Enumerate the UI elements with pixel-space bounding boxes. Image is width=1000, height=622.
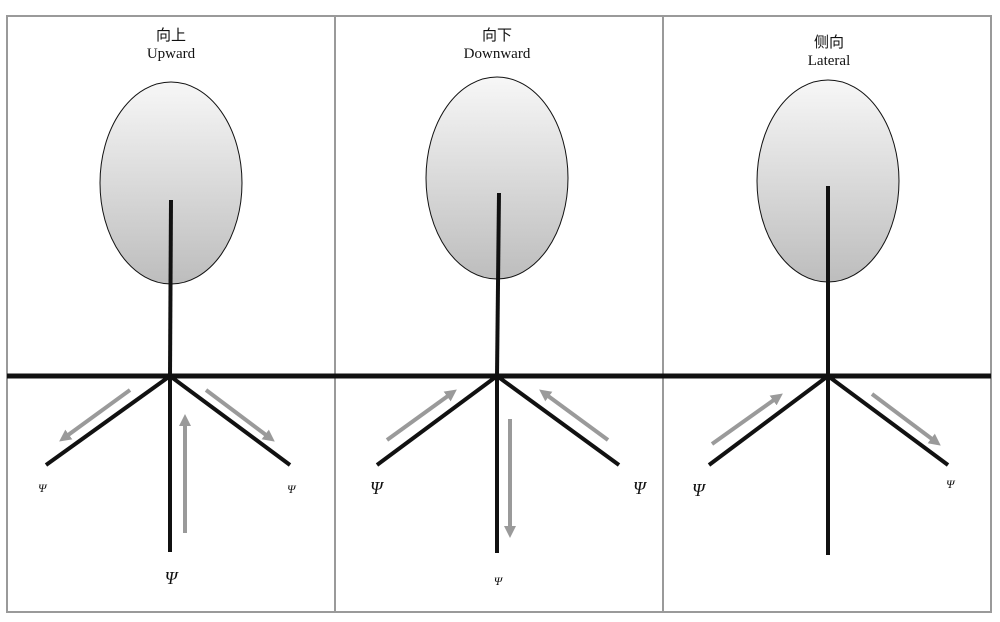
title-chinese: 向下 — [481, 28, 512, 44]
title-chinese: 侧向 — [813, 35, 844, 51]
panel-title-lateral: 侧向 Lateral — [729, 34, 929, 70]
psi-left: Ψ — [370, 478, 385, 498]
title-english: Downward — [463, 46, 531, 62]
arrow-left-to-center — [385, 389, 457, 442]
psi-left: Ψ — [38, 481, 48, 495]
root-left — [707, 374, 830, 467]
title-english: Lateral — [807, 53, 851, 69]
root-right — [495, 374, 621, 467]
arrow-center-to-right — [204, 388, 275, 442]
psi-left: Ψ — [692, 480, 707, 500]
psi-bottom: Ψ — [165, 568, 180, 588]
psi-right: Ψ — [287, 482, 297, 496]
title-english: Upward — [146, 46, 196, 62]
panel-upward: Ψ Ψ Ψ — [38, 81, 297, 588]
arrow-center-to-left — [59, 388, 132, 442]
arrow-left-to-center — [710, 393, 783, 446]
arrow-center-to-right — [870, 392, 941, 446]
root-left — [44, 374, 172, 467]
psi-right: Ψ — [946, 477, 956, 491]
root-right — [168, 374, 292, 467]
panel-downward: Ψ Ψ Ψ — [370, 76, 648, 588]
root-left — [375, 374, 499, 467]
panel-title-upward: 向上 Upward — [71, 27, 271, 63]
stem — [168, 199, 173, 377]
stem — [495, 192, 501, 377]
panel-title-downward: 向下 Downward — [397, 27, 597, 63]
psi-right: Ψ — [633, 478, 648, 498]
arrow-right-to-center — [539, 389, 610, 442]
panel-lateral: Ψ Ψ — [692, 79, 956, 555]
panel-border-lateral — [662, 15, 992, 613]
root-right — [826, 374, 950, 467]
psi-bottom: Ψ — [494, 574, 504, 588]
title-chinese: 向上 — [155, 28, 186, 44]
